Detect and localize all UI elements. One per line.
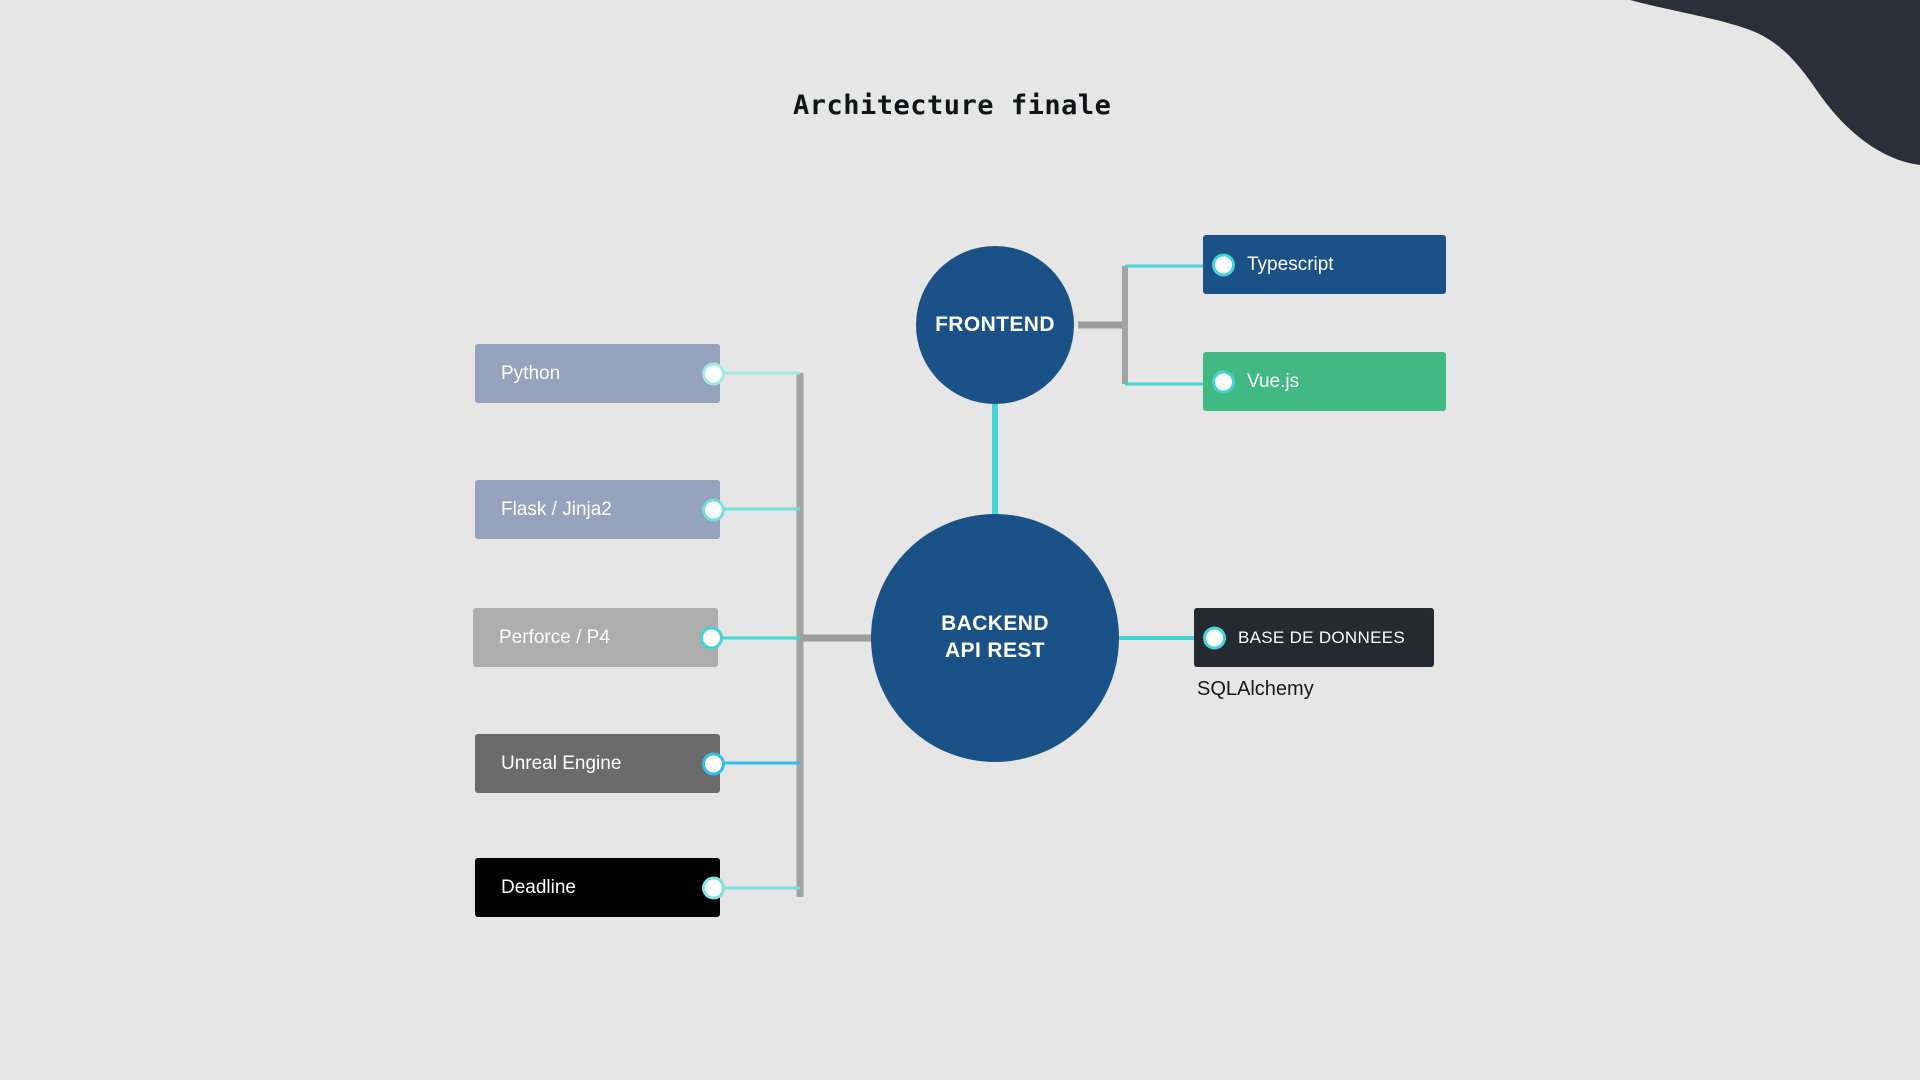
backend-label-line2: API REST xyxy=(944,639,1046,662)
node-label: Typescript xyxy=(1247,253,1334,275)
node-frontend[interactable]: FRONTEND xyxy=(916,246,1074,404)
node-label: Vue.js xyxy=(1247,370,1300,392)
connector-dot xyxy=(705,365,722,382)
node-flask-jinja2[interactable]: Flask / Jinja2 xyxy=(475,480,722,539)
node-label: BASE DE DONNEES xyxy=(1238,627,1405,647)
connector-dot xyxy=(705,755,722,772)
backend-label-line1: BACKEND xyxy=(941,612,1049,636)
connector-dot xyxy=(705,879,722,896)
node-vuejs[interactable]: Vue.js xyxy=(1203,352,1446,411)
connector-dot xyxy=(1215,256,1232,273)
node-unreal-engine[interactable]: Unreal Engine xyxy=(475,734,722,793)
node-python[interactable]: Python xyxy=(475,344,722,403)
node-label: Python xyxy=(501,362,561,384)
node-label: Deadline xyxy=(501,876,576,898)
frontend-label: FRONTEND xyxy=(935,312,1055,336)
node-label: Unreal Engine xyxy=(501,752,622,774)
node-label: Flask / Jinja2 xyxy=(501,498,612,520)
node-label: Perforce / P4 xyxy=(499,626,610,648)
node-perforce-p4[interactable]: Perforce / P4 xyxy=(473,608,720,667)
database-caption: SQLAlchemy xyxy=(1197,678,1314,700)
node-typescript[interactable]: Typescript xyxy=(1203,235,1446,294)
node-base-de-donnees[interactable]: BASE DE DONNEES xyxy=(1194,608,1434,667)
connector-dot xyxy=(1215,373,1232,390)
connector-dot xyxy=(705,501,722,518)
connector-dot xyxy=(1206,629,1223,646)
page-title: Architecture finale xyxy=(793,90,1112,121)
node-deadline[interactable]: Deadline xyxy=(475,858,722,917)
node-backend[interactable]: BACKEND API REST xyxy=(871,514,1119,762)
backend-label: BACKEND API REST xyxy=(941,611,1049,665)
connector-dot xyxy=(703,629,720,646)
